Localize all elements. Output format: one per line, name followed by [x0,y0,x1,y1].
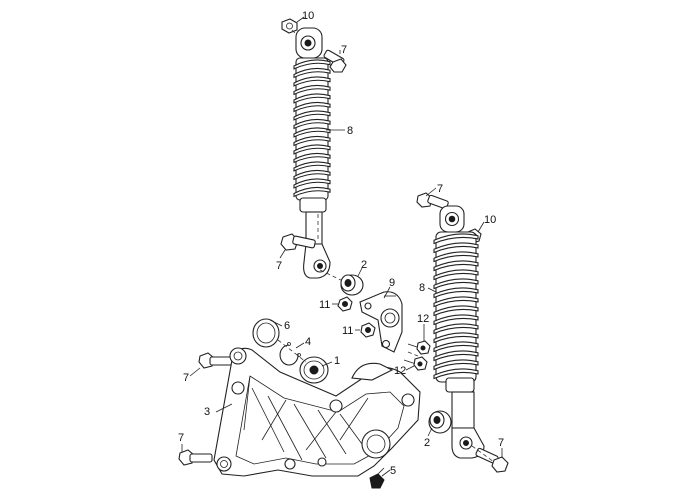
bolt-7-left-bottom [280,233,316,251]
spring-coil [293,178,331,189]
spring-coil [433,269,479,281]
right-shock-absorber [416,192,509,473]
right-shock-top-eye [439,205,465,233]
spring-coil [433,251,479,263]
callout-2-upper: 2 [361,259,367,271]
spring-coil [293,127,331,138]
spring-coil [433,305,479,317]
spring-coil [433,287,479,299]
bolt-12-upper [407,340,431,355]
spring-coil [433,368,479,380]
left-shock-body [299,197,331,279]
spring-coil [293,110,331,121]
nut-11-lower [360,322,376,338]
spring-coil [433,350,479,362]
callout-7-left-top: 7 [341,44,347,56]
bolt-7-arm-bottom [178,449,213,466]
spring-coil [433,323,479,335]
spring-coil [293,152,331,164]
bearing-1 [299,356,329,384]
circlip-4 [279,342,301,366]
callout-2-lower: 2 [424,437,430,449]
spring-coil [293,84,331,96]
spring-coil [293,144,331,155]
callout-8-left: 8 [347,125,353,137]
callout-11-lower: 11 [342,325,353,337]
callout-7-left-bottom: 7 [276,260,282,272]
spring-coil [293,93,331,104]
callout-12-upper: 12 [417,313,429,325]
swing-arm-3 [213,347,421,477]
callout-5: 5 [390,465,396,477]
oil-seal-6 [252,318,280,348]
callout-7-arm-top: 7 [183,372,189,384]
spring-coil [293,161,331,172]
bolt-7-right-top [416,192,449,210]
callout-7-right-top: 7 [437,183,443,195]
leader-lines [181,16,503,477]
nut-10-top [281,18,298,34]
bolt-12-lower [403,356,428,371]
right-shock-body [445,377,485,459]
spring-coil [433,332,479,344]
bushing-2-upper [340,274,364,296]
callout-labels: 10 7 8 7 2 9 11 11 6 4 1 7 3 7 5 7 10 8 … [178,10,504,477]
callout-3: 3 [204,406,210,418]
left-shock-spring [293,57,331,201]
spring-coil [433,359,479,371]
spring-coil [293,169,331,181]
callout-4: 4 [305,336,311,348]
spring-coil [293,118,331,130]
callout-10-right: 10 [484,214,496,226]
bolt-7-arm-top [198,352,233,369]
spring-coil [433,260,479,272]
nut-11-upper [337,296,353,312]
left-shock-absorber [280,18,347,283]
callout-1: 1 [334,355,340,367]
spring-coil [293,101,331,113]
callout-12-lower: 12 [394,365,406,377]
bolt-7-right-bottom [475,447,509,473]
callout-8-right: 8 [419,282,425,294]
callout-6: 6 [284,320,290,332]
left-shock-top-eye [295,27,323,59]
spring-coil [433,314,479,326]
bolt-7-left-top [323,49,347,73]
callout-7-arm-bottom: 7 [178,432,184,444]
bushing-2-lower [428,410,452,434]
spring-coil [293,186,331,198]
spring-coil [293,135,331,147]
callout-11-upper: 11 [319,299,330,311]
spring-coil [293,59,331,70]
spring-coil [433,341,479,353]
spring-coil [293,76,331,87]
spring-coil [433,233,479,245]
spring-coil [433,278,479,290]
spring-coil [433,296,479,308]
callout-10-left: 10 [302,10,314,22]
clip-5 [369,467,385,489]
callout-7-right-bottom: 7 [498,437,504,449]
callout-9: 9 [389,277,395,289]
spring-coil [433,242,479,254]
right-shock-spring [433,231,479,383]
bracket-9 [359,291,403,353]
spring-coil [293,67,331,79]
